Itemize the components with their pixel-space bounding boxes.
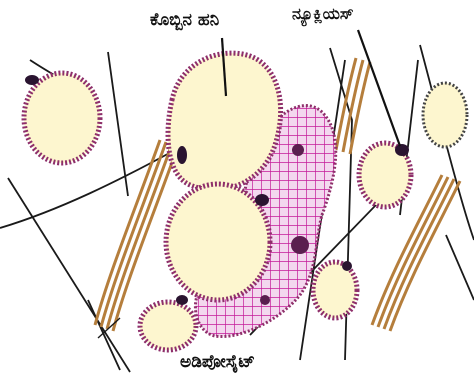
adipocyte-left-top bbox=[24, 73, 100, 163]
adipocyte-far-right bbox=[423, 83, 467, 147]
adipocyte-bottom-right bbox=[313, 261, 357, 318]
fat-globule-label: ಕೊಬ್ಬಿನ ಹನಿ bbox=[150, 10, 219, 30]
adipocyte-right bbox=[359, 143, 411, 207]
nucleus-label: ನ್ಯೂಕ್ಲಿಯಸ್ bbox=[292, 4, 354, 24]
collagen-bundle-top bbox=[336, 58, 370, 154]
adipocyte-label: ಅಡಿಪೋಸೈಟ್ bbox=[180, 352, 255, 372]
adipocyte-bottom-left bbox=[140, 295, 196, 350]
adipocyte-center-large bbox=[166, 184, 270, 300]
